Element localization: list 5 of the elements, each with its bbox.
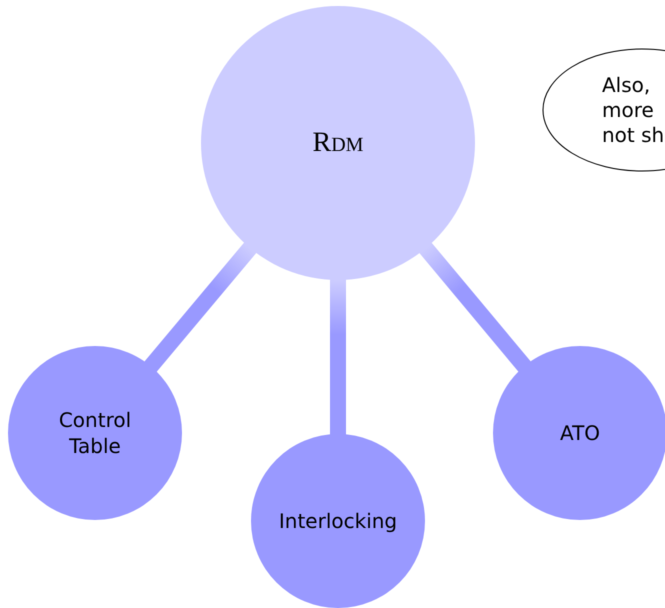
node-label: Control Table	[58, 407, 132, 459]
node-label: Rdm	[312, 126, 364, 160]
node-label: Interlocking	[278, 508, 398, 534]
node-label: ATO	[560, 420, 600, 446]
note-text: Also, more not sh	[602, 72, 665, 148]
